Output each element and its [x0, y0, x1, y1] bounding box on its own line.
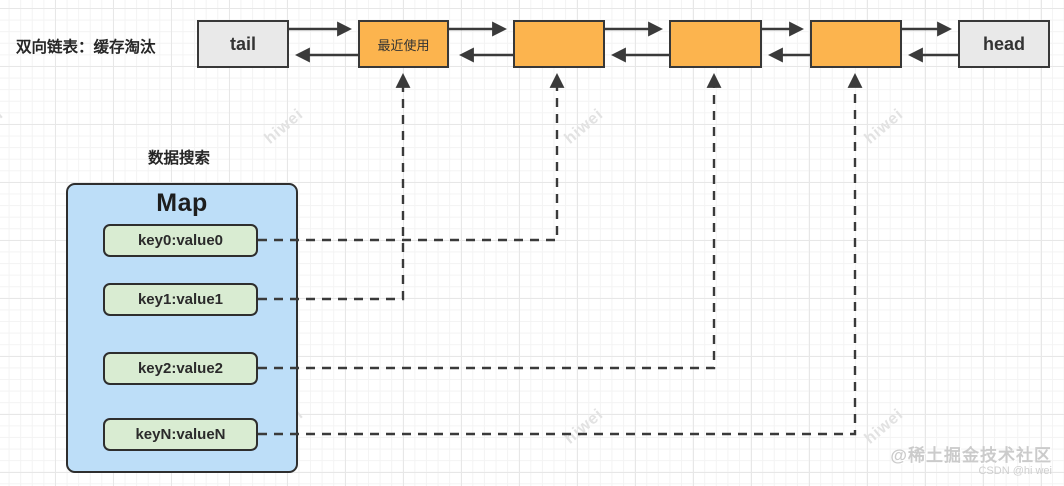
connector-key0-node2 — [258, 73, 565, 242]
map-entry-key0: key0:value0 — [103, 224, 258, 257]
map-entry-keyN: keyN:valueN — [103, 418, 258, 451]
node-recently-used: 最近使用 — [358, 20, 449, 68]
watermark-tile: hiwei — [861, 105, 907, 148]
watermark-tile: hiwei — [861, 405, 907, 448]
node-head: head — [958, 20, 1050, 68]
node-4 — [810, 20, 902, 68]
node-label: 最近使用 — [377, 37, 430, 53]
node-label: tail — [229, 33, 256, 54]
map-title: Map — [156, 189, 208, 217]
map-entry-key2: key2:value2 — [103, 352, 258, 385]
csdn-watermark: CSDN @hi wei — [978, 464, 1052, 477]
connector-keyN-node4 — [258, 73, 863, 436]
map-section-title: 数据搜索 — [148, 150, 211, 167]
watermark-tile: hiwei — [561, 405, 607, 448]
watermark-tile: hiwei — [0, 105, 7, 148]
connector-key2-node3 — [258, 73, 722, 370]
watermark-tile: hiwei — [561, 105, 607, 148]
watermark-tile: hiwei — [261, 105, 307, 148]
linked-list-title: 双向链表：缓存淘汰 — [16, 39, 156, 56]
credit-watermark: @稀土掘金技术社区 CSDN @hi wei — [890, 446, 1052, 477]
community-watermark: @稀土掘金技术社区 — [890, 446, 1052, 465]
node-label: head — [982, 33, 1025, 54]
node-3 — [669, 20, 762, 68]
map-entry-key1: key1:value1 — [103, 283, 258, 316]
map-lookup-connectors — [258, 73, 863, 436]
node-tail: tail — [197, 20, 289, 68]
node-2 — [513, 20, 605, 68]
